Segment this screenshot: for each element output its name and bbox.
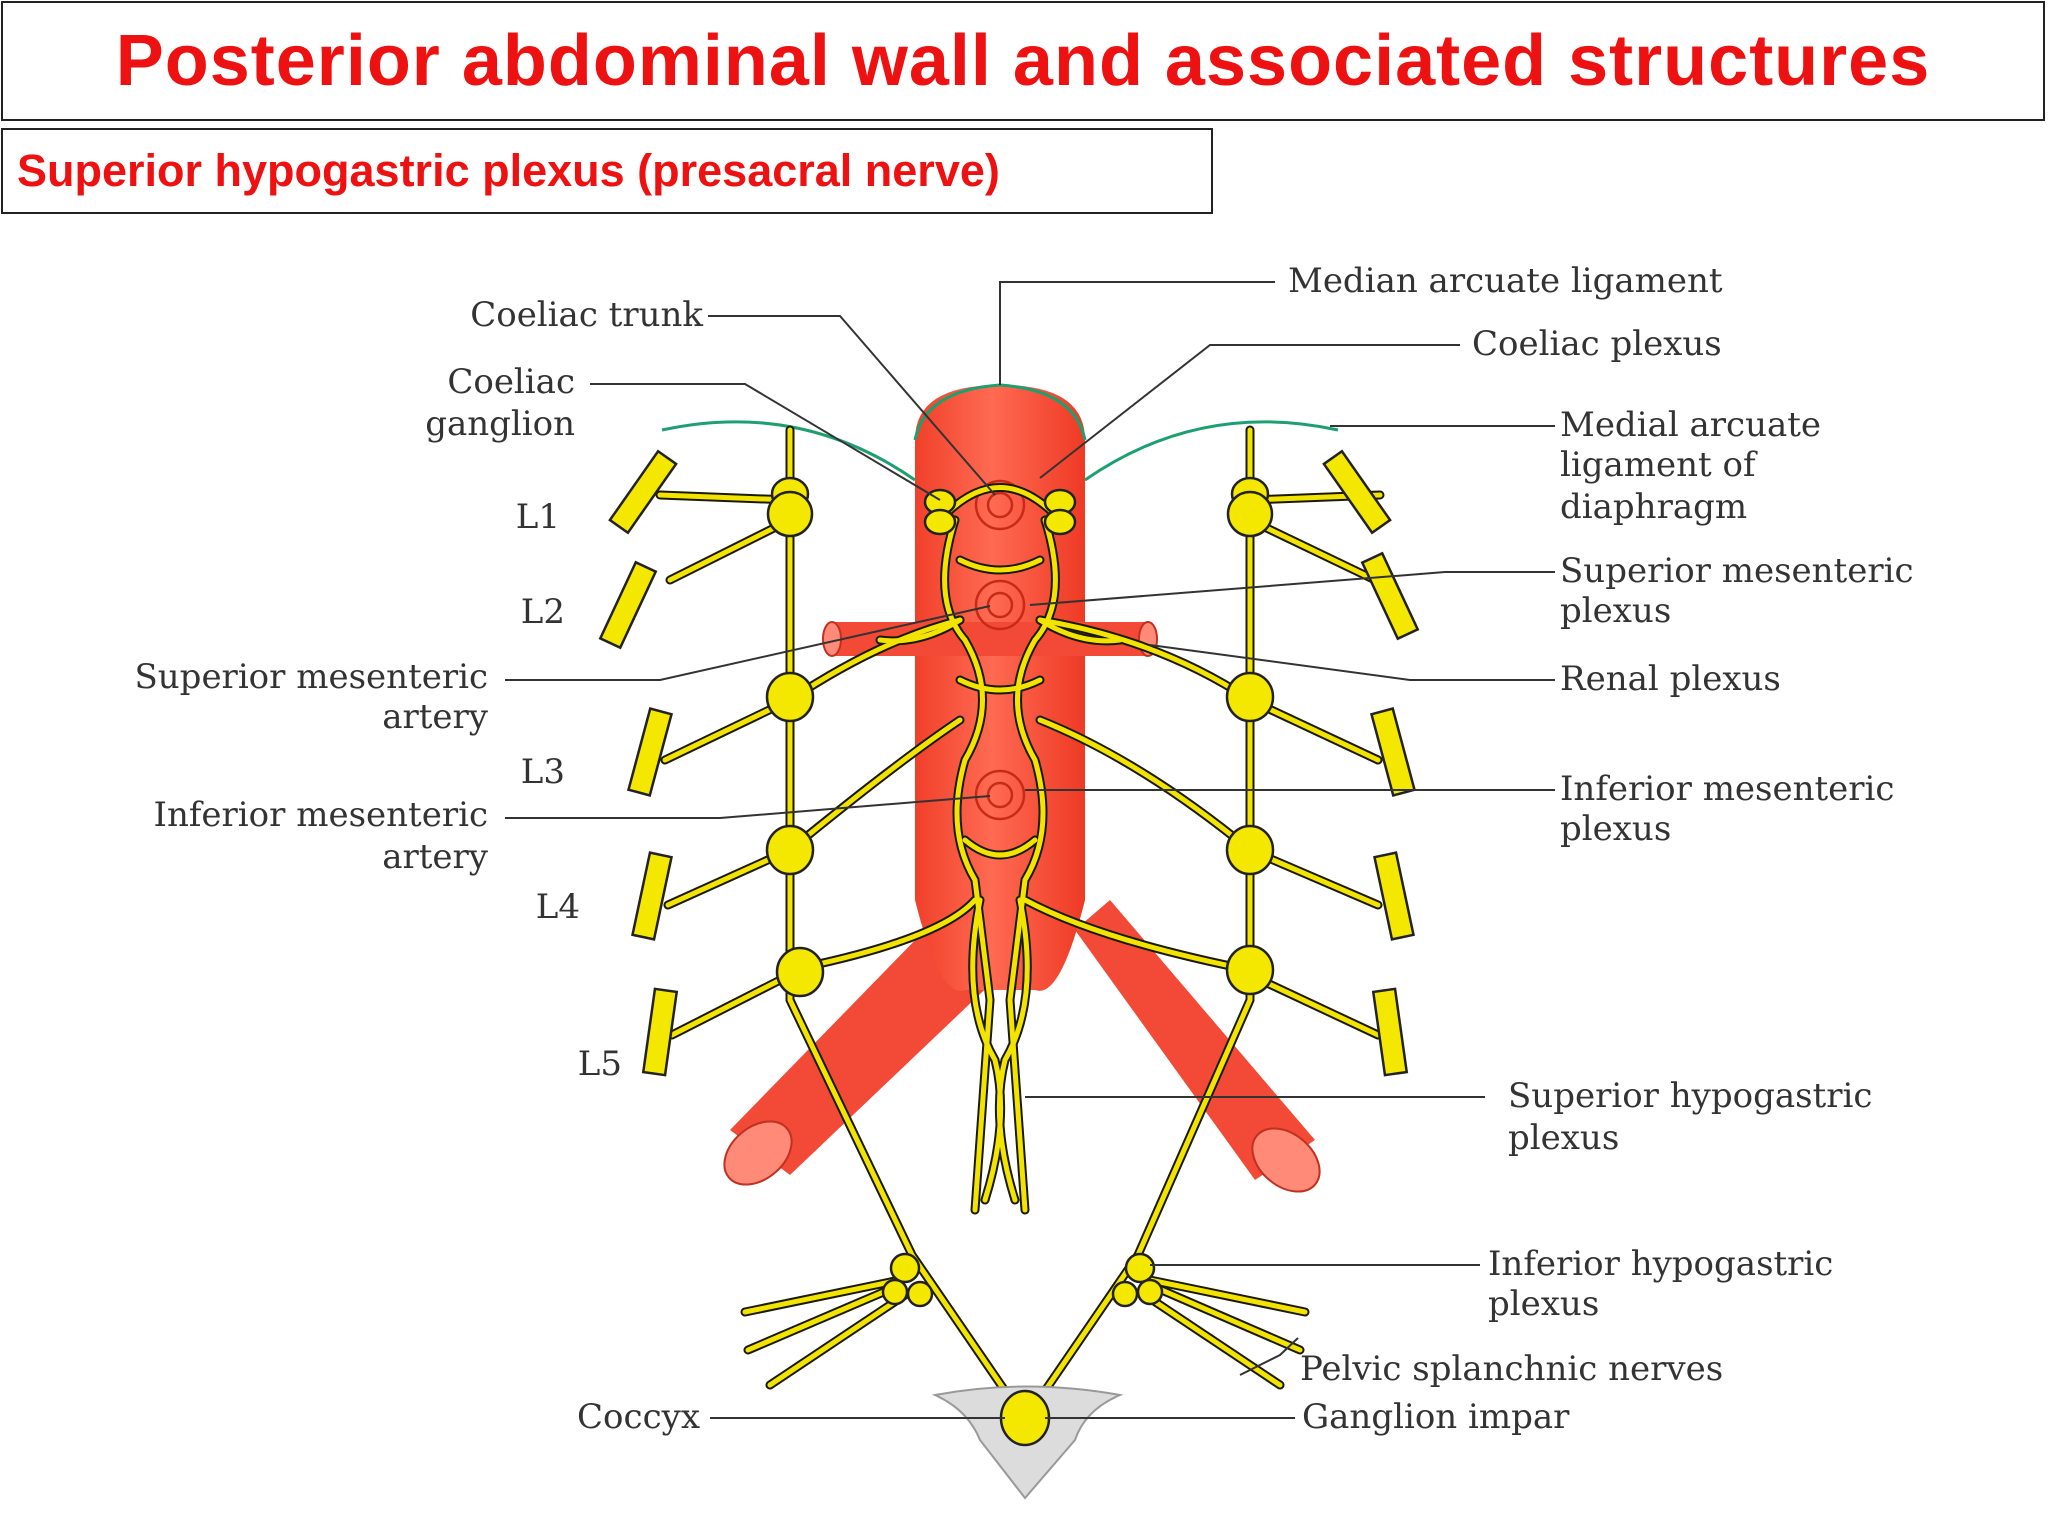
ganglion-right-l1b: [1226, 490, 1274, 538]
spinal-roots: [598, 449, 1420, 1077]
root-right-4: [1373, 851, 1415, 941]
left-diaphragm-arc: [661, 420, 916, 482]
inf-hypo-ganglion-right-b: [1111, 1280, 1139, 1308]
label-medial-arcuate-3: diaphragm: [1560, 487, 1747, 527]
label-coccyx: Coccyx: [577, 1397, 700, 1437]
label-l1: L1: [516, 497, 560, 537]
label-coeliac-trunk: Coeliac trunk: [470, 295, 703, 335]
label-inf-hypo-plexus-2: plexus: [1488, 1284, 1599, 1324]
label-l2: L2: [521, 592, 565, 632]
inf-hypo-ganglion-right-c: [1136, 1278, 1164, 1306]
label-sup-hypo-plexus-1: Superior hypogastric: [1508, 1076, 1872, 1116]
root-right-3: [1369, 707, 1417, 797]
label-l3: L3: [521, 752, 565, 792]
label-inf-mes-plexus-2: plexus: [1560, 809, 1671, 849]
label-medial-arcuate-2: ligament of: [1560, 445, 1758, 485]
label-sma-1: Superior mesenteric: [134, 657, 488, 697]
coeliac-ganglion-left-b: [923, 508, 957, 536]
ganglion-right-l4: [1225, 944, 1275, 996]
label-inf-hypo-plexus-1: Inferior hypogastric: [1488, 1244, 1833, 1284]
coeliac-ganglion-right-b: [1043, 508, 1077, 536]
page-title: Posterior abdominal wall and associated …: [115, 21, 1931, 101]
label-pelvic-splanchnic: Pelvic splanchnic nerves: [1300, 1349, 1723, 1389]
ganglion-left-l2: [765, 671, 815, 723]
inf-hypo-ganglion-right-a: [1124, 1252, 1156, 1284]
root-right-1: [1322, 449, 1392, 535]
ganglion-impar: [999, 1389, 1051, 1447]
label-medial-arcuate-1: Medial arcuate: [1560, 405, 1821, 445]
label-median-arcuate: Median arcuate ligament: [1288, 261, 1723, 301]
label-coeliac-ganglion-2: ganglion: [425, 404, 575, 444]
right-diaphragm-arc: [1084, 420, 1339, 482]
inf-hypo-ganglion-left-c: [906, 1280, 934, 1308]
label-ima-1: Inferior mesenteric: [154, 795, 488, 835]
inf-hypo-ganglion-left-b: [881, 1278, 909, 1306]
inf-hypo-ganglion-left-a: [889, 1252, 921, 1284]
page-subtitle: Superior hypogastric plexus (presacral n…: [17, 145, 1000, 196]
label-sup-mes-plexus-2: plexus: [1560, 591, 1671, 631]
ganglion-right-l3: [1225, 824, 1275, 876]
label-sma-2: artery: [382, 697, 489, 737]
root-left-5: [641, 987, 679, 1077]
label-renal-plexus: Renal plexus: [1560, 659, 1781, 699]
label-inf-mes-plexus-1: Inferior mesenteric: [1560, 769, 1894, 809]
ganglia: [765, 476, 1275, 1308]
root-right-2: [1360, 551, 1420, 641]
label-ima-2: artery: [382, 837, 489, 877]
root-left-1: [608, 449, 678, 535]
labels: Coeliac trunk Coeliac ganglion L1 L2 Sup…: [134, 261, 1913, 1437]
label-coeliac-plexus: Coeliac plexus: [1472, 324, 1722, 364]
root-left-3: [626, 707, 674, 797]
label-l5: L5: [578, 1044, 622, 1084]
root-right-5: [1371, 987, 1409, 1077]
label-coeliac-ganglion-1: Coeliac: [447, 362, 575, 402]
label-sup-hypo-plexus-2: plexus: [1508, 1118, 1619, 1158]
leader-lines: [505, 281, 1555, 1419]
ganglion-left-l4: [775, 946, 825, 998]
label-l4: L4: [536, 887, 580, 927]
label-ganglion-impar: Ganglion impar: [1302, 1397, 1570, 1437]
title-box: Posterior abdominal wall and associated …: [1, 1, 2045, 121]
label-sup-mes-plexus-1: Superior mesenteric: [1560, 551, 1914, 591]
ganglion-left-l1b: [766, 490, 814, 538]
root-left-4: [631, 851, 673, 941]
subtitle-box: Superior hypogastric plexus (presacral n…: [1, 128, 1213, 214]
ganglion-right-l2: [1225, 671, 1275, 723]
ganglion-left-l3: [765, 824, 815, 876]
root-left-2: [598, 560, 658, 650]
